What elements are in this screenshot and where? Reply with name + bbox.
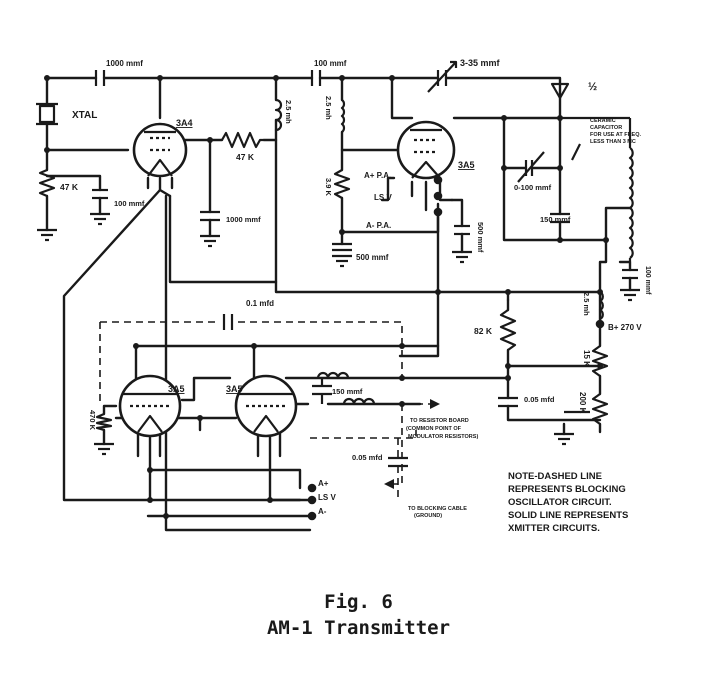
resistor-82k <box>499 309 517 351</box>
note-line: REPRESENTS BLOCKING <box>508 484 626 495</box>
label-to-resistor-board: TO RESISTOR BOARD (COMMON POINT OF MODUL… <box>406 418 478 440</box>
label-c-3-35: 3-35 mmf <box>460 58 501 68</box>
label-a-minus-pa: A- P.A. <box>366 221 391 230</box>
capacitor-0-05mfd-lower <box>388 456 408 468</box>
note-line: OSCILLATOR CIRCUIT. <box>508 497 612 508</box>
label-antenna: ½ <box>588 81 597 93</box>
label-a-plus-pa: A+ P.A. <box>364 171 391 180</box>
capacitor-0-05mfd-right <box>498 396 518 408</box>
label-b-plus: B+ 270 V <box>608 323 642 332</box>
label-tube-3a4: 3A4 <box>176 118 193 128</box>
label-r-47k-plate: 47 K <box>236 152 255 162</box>
resistor-47k-grid <box>38 168 56 198</box>
note-line: NOTE-DASHED LINE <box>508 471 602 482</box>
capacitor-3-35mmf-variable <box>427 60 458 93</box>
label-c-01: 0.1 mfd <box>246 299 274 308</box>
capacitor-150mmf-ceramic <box>550 212 570 224</box>
capacitor-500mmf-left <box>332 242 352 252</box>
label-ls-v: LS V <box>318 493 336 502</box>
capacitor-0-1mfd <box>222 314 234 330</box>
resistor-47k-plate <box>221 131 264 149</box>
crystal-xtal <box>36 102 58 126</box>
label-to-blocking-cable: TO BLOCKING CABLE (GROUND) <box>408 506 468 519</box>
tank-coil <box>560 116 634 262</box>
label-tube-3a5-mid: 3A5 <box>226 384 243 394</box>
capacitor-100mmf-right <box>622 268 638 280</box>
label-choke-25mh-c: 2.5 mh <box>582 292 591 316</box>
label-c-1000-top: 1000 mmf <box>106 59 143 68</box>
label-r-82k: 82 K <box>474 326 493 336</box>
resistor-3-9k <box>333 169 351 199</box>
resistor-470k <box>95 412 113 432</box>
arrows <box>384 143 581 489</box>
label-r-47k-grid: 47 K <box>60 182 79 192</box>
label-c-500-right: 500 mmf <box>476 222 485 253</box>
label-c-0-100: 0-100 mmf <box>514 183 552 192</box>
capacitor-1000mmf-mid <box>200 210 220 222</box>
choke-modulator-lower <box>342 397 376 406</box>
resistor-200k <box>564 393 609 425</box>
choke-modulator-upper <box>316 371 350 380</box>
capacitor-1000mmf-top <box>94 70 106 86</box>
label-c-100-top: 100 mmf <box>314 59 347 68</box>
junction-dots <box>44 75 609 521</box>
choke-2-5mh-c <box>598 291 604 320</box>
label-a-minus: A- <box>318 507 327 516</box>
label-r-39k: 3.9 K <box>324 178 333 197</box>
label-c-500-left: 500 mmf <box>356 253 389 262</box>
capacitor-500mmf-right <box>454 224 470 236</box>
choke-2-5mh-a <box>274 98 283 132</box>
label-tube-3a5-left: 3A5 <box>168 384 185 394</box>
label-r-470k: 470 K <box>88 410 97 431</box>
label-c-100-right: 100 mmf <box>644 266 651 295</box>
label-r-200k: 200 K <box>578 392 587 414</box>
capacitor-100mmf-grid <box>92 188 108 200</box>
label-choke-25mh-b: 2.5 mh <box>324 96 333 120</box>
label-r-15k: 15 K <box>582 350 591 367</box>
choke-2-5mh-b <box>340 99 346 133</box>
tube-3a5-left <box>118 374 182 438</box>
label-ls-v-pa: LS V <box>374 193 392 202</box>
capacitor-100mmf-top <box>310 70 322 86</box>
legend-note: NOTE-DASHED LINE REPRESENTS BLOCKING OSC… <box>508 470 668 535</box>
antenna-symbol <box>550 82 570 100</box>
capacitor-0-100mmf-variable <box>517 151 545 183</box>
label-choke-25mh-a: 2.5 mh <box>284 100 293 124</box>
label-tube-3a5-top: 3A5 <box>458 160 475 170</box>
label-a-plus: A+ <box>318 479 329 488</box>
label-c-100-grid: 100 mmf <box>114 199 145 208</box>
figure-number: Fig. 6 <box>324 591 393 613</box>
blocking-oscillator-dashed-wiring <box>99 321 430 500</box>
label-xtal: XTAL <box>72 110 97 121</box>
label-ceramic-note: CERAMIC CAPACITOR FOR USE AT FREQ. LESS … <box>590 118 643 145</box>
tube-3a4 <box>132 122 188 178</box>
note-line: SOLID LINE REPRESENTS <box>508 510 629 521</box>
capacitor-150mmf-lower <box>312 378 332 404</box>
tube-3a5-mid <box>234 374 298 438</box>
label-c-1000-mid: 1000 mmf <box>226 215 261 224</box>
ground-symbols <box>37 212 640 456</box>
figure-title: AM-1 Transmitter <box>266 617 451 639</box>
label-c-150-right: 150 mmf <box>540 215 571 224</box>
resistor-15k <box>591 345 609 377</box>
tube-3a5-top <box>396 120 456 180</box>
label-c-005-right: 0.05 mfd <box>524 395 555 404</box>
label-c-150-lower: 150 mmf <box>332 387 363 396</box>
note-line: XMITTER CIRCUITS. <box>508 523 600 534</box>
component-labels: 1000 mmf 100 mmf 3-35 mmf ½ XTAL 3A4 47 … <box>60 58 651 519</box>
label-c-005-lower: 0.05 mfd <box>352 453 383 462</box>
wiring <box>45 76 632 532</box>
